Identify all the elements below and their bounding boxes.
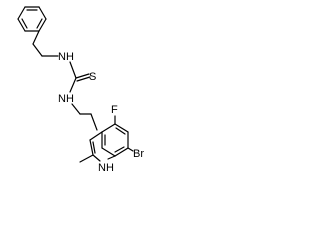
bond (114, 147, 129, 157)
bond (71, 103, 81, 115)
bond (38, 18, 47, 32)
double-bond-line (75, 73, 90, 79)
bond (89, 131, 103, 141)
bond (114, 123, 129, 133)
double-bond-line (21, 18, 28, 29)
phenethyl-chain (32, 30, 59, 57)
phenyl-ring (17, 6, 47, 32)
amine-label-lower: NH (58, 93, 74, 105)
bond (107, 155, 116, 160)
thiourea-group (69, 61, 91, 93)
bromine-label: Br (133, 148, 144, 160)
indole-benzene-ring (101, 123, 129, 157)
bond (69, 77, 77, 93)
bond (101, 123, 116, 133)
double-bond-line (36, 18, 43, 29)
fluorine-label: F (111, 104, 118, 116)
bond (17, 6, 26, 20)
ethyl-linker (71, 103, 98, 131)
double-bond-line (92, 141, 96, 154)
bond (89, 139, 94, 156)
chemical-structure: NH S NH F Br NH (17, 6, 144, 174)
double-bond-line (115, 127, 126, 135)
amine-label-upper: NH (58, 51, 74, 63)
bond (90, 113, 98, 131)
indole-nh-label: NH (98, 162, 114, 174)
bond (69, 61, 77, 79)
double-bond-line (114, 146, 125, 153)
bond (38, 6, 47, 20)
bond (32, 30, 40, 45)
methyl-bond (79, 154, 94, 163)
bond (101, 147, 116, 157)
bond (17, 18, 26, 32)
indole-pyrrole-ring (79, 131, 116, 163)
bromo-bond (127, 147, 134, 152)
double-bond-line (76, 76, 91, 82)
bond (92, 154, 101, 162)
sulfur-label: S (89, 71, 96, 83)
bond (32, 43, 43, 57)
